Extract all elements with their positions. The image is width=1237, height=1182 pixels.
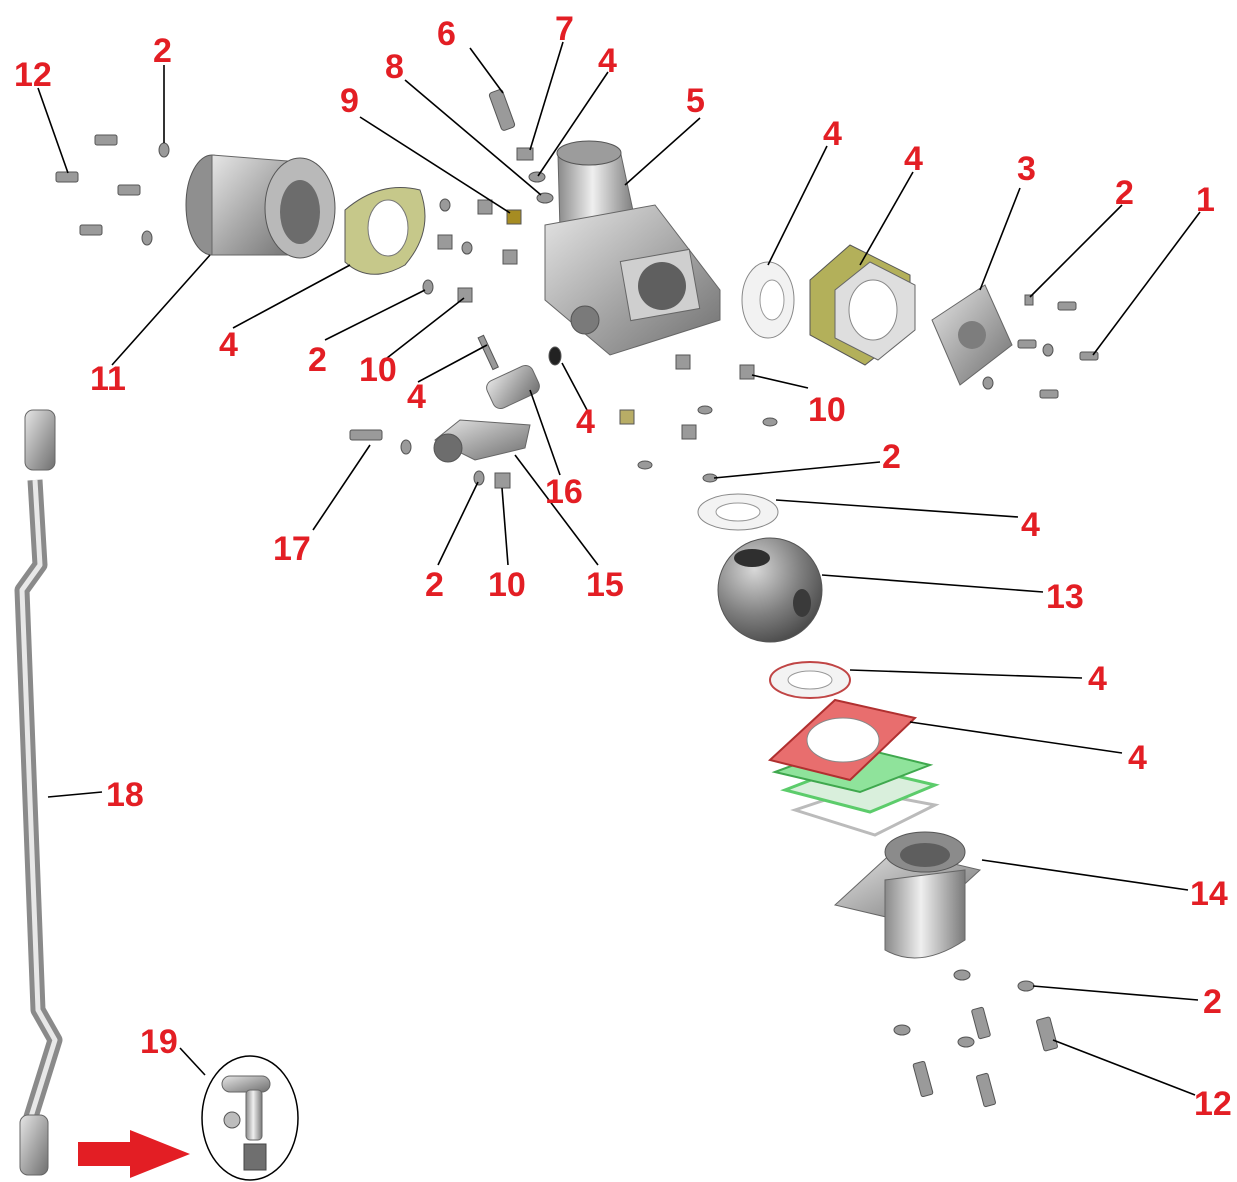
callout-10-mid-right: 10 — [808, 391, 846, 429]
callout-2-lever: 2 — [425, 566, 444, 604]
callout-10-lever: 10 — [488, 566, 526, 604]
fasteners — [55, 89, 1099, 1108]
callout-9: 9 — [340, 82, 359, 120]
callout-11: 11 — [90, 360, 126, 398]
callout-12-bottom-right: 12 — [1194, 1085, 1232, 1123]
callout-4-red-green-gaskets: 4 — [1128, 739, 1147, 777]
part-13-ball — [717, 537, 823, 643]
part-4-flange-gasket — [344, 187, 426, 275]
callout-4-seat-ring: 4 — [823, 115, 842, 153]
callout-4-near-7: 4 — [598, 42, 617, 80]
part-19-ball-joint-detail — [201, 1055, 299, 1181]
part-5-valve-body — [544, 140, 721, 356]
callout-17: 17 — [273, 530, 311, 568]
part-4-seat-ring — [741, 261, 795, 339]
part-4-square-gasket-stack — [809, 244, 916, 366]
callout-16: 16 — [545, 473, 583, 511]
callout-15: 15 — [586, 566, 624, 604]
part-14-bottom-flange — [833, 831, 982, 959]
callout-2-top-right: 2 — [1115, 174, 1134, 212]
callout-13: 13 — [1046, 578, 1084, 616]
part-15-lever — [433, 419, 531, 463]
callout-4-pin: 4 — [407, 378, 426, 416]
part-4-red-green-gasket-stack — [767, 698, 940, 837]
callout-2-top-left: 2 — [153, 32, 172, 70]
callout-6: 6 — [437, 15, 456, 53]
callout-4-gasket-stack: 4 — [904, 140, 923, 178]
callout-5: 5 — [686, 82, 705, 120]
part-4-lower-seat-ring — [697, 493, 779, 531]
callout-10-mid-left: 10 — [359, 351, 397, 389]
part-11-flanged-pipe — [185, 154, 336, 259]
callout-7: 7 — [555, 10, 574, 48]
callout-4-red-edge-ring: 4 — [1088, 660, 1107, 698]
callout-2-bottom: 2 — [1203, 983, 1222, 1021]
part-3-square-cover — [931, 284, 1013, 386]
callout-3: 3 — [1017, 150, 1036, 188]
part-4-red-edge-ring — [769, 661, 851, 699]
callout-2-mid-left: 2 — [308, 341, 327, 379]
callout-8: 8 — [385, 48, 404, 86]
leader-lines — [37, 41, 1201, 1096]
callout-4-flange-gasket: 4 — [219, 326, 238, 364]
callout-4-o-ring: 4 — [576, 403, 595, 441]
callout-4-lower-seat-ring: 4 — [1021, 506, 1040, 544]
callout-12-top-left: 12 — [14, 56, 52, 94]
callout-18: 18 — [106, 776, 144, 814]
callout-14: 14 — [1190, 875, 1228, 913]
arrow-to-detail — [78, 1130, 190, 1178]
callout-2-lower-washer: 2 — [882, 438, 901, 476]
part-16-shaft — [486, 364, 540, 410]
callout-19: 19 — [140, 1023, 178, 1061]
part-18-tie-rod — [14, 409, 63, 1176]
callout-1: 1 — [1196, 181, 1215, 219]
